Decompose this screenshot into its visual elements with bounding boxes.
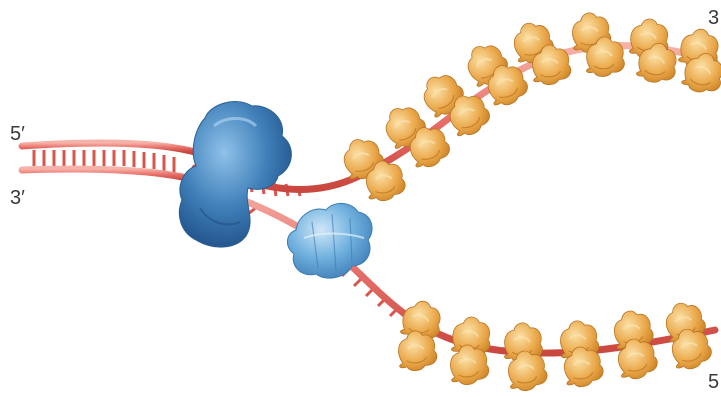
parental-duplex xyxy=(22,143,195,180)
binding-proteins-upper xyxy=(338,11,721,203)
parental-strand-top xyxy=(22,143,195,152)
helicase-protein-icon xyxy=(179,102,291,248)
binding-proteins-lower xyxy=(397,298,715,393)
clamp-protein-icon xyxy=(287,203,372,278)
parental-strand-bottom xyxy=(22,169,195,180)
label-5-prime-parental: 5′ xyxy=(10,123,25,145)
label-3-prime-parental: 3′ xyxy=(10,187,25,209)
label-upper-strand-end: 3 xyxy=(708,7,719,29)
label-lower-strand-end: 5 xyxy=(708,371,719,393)
